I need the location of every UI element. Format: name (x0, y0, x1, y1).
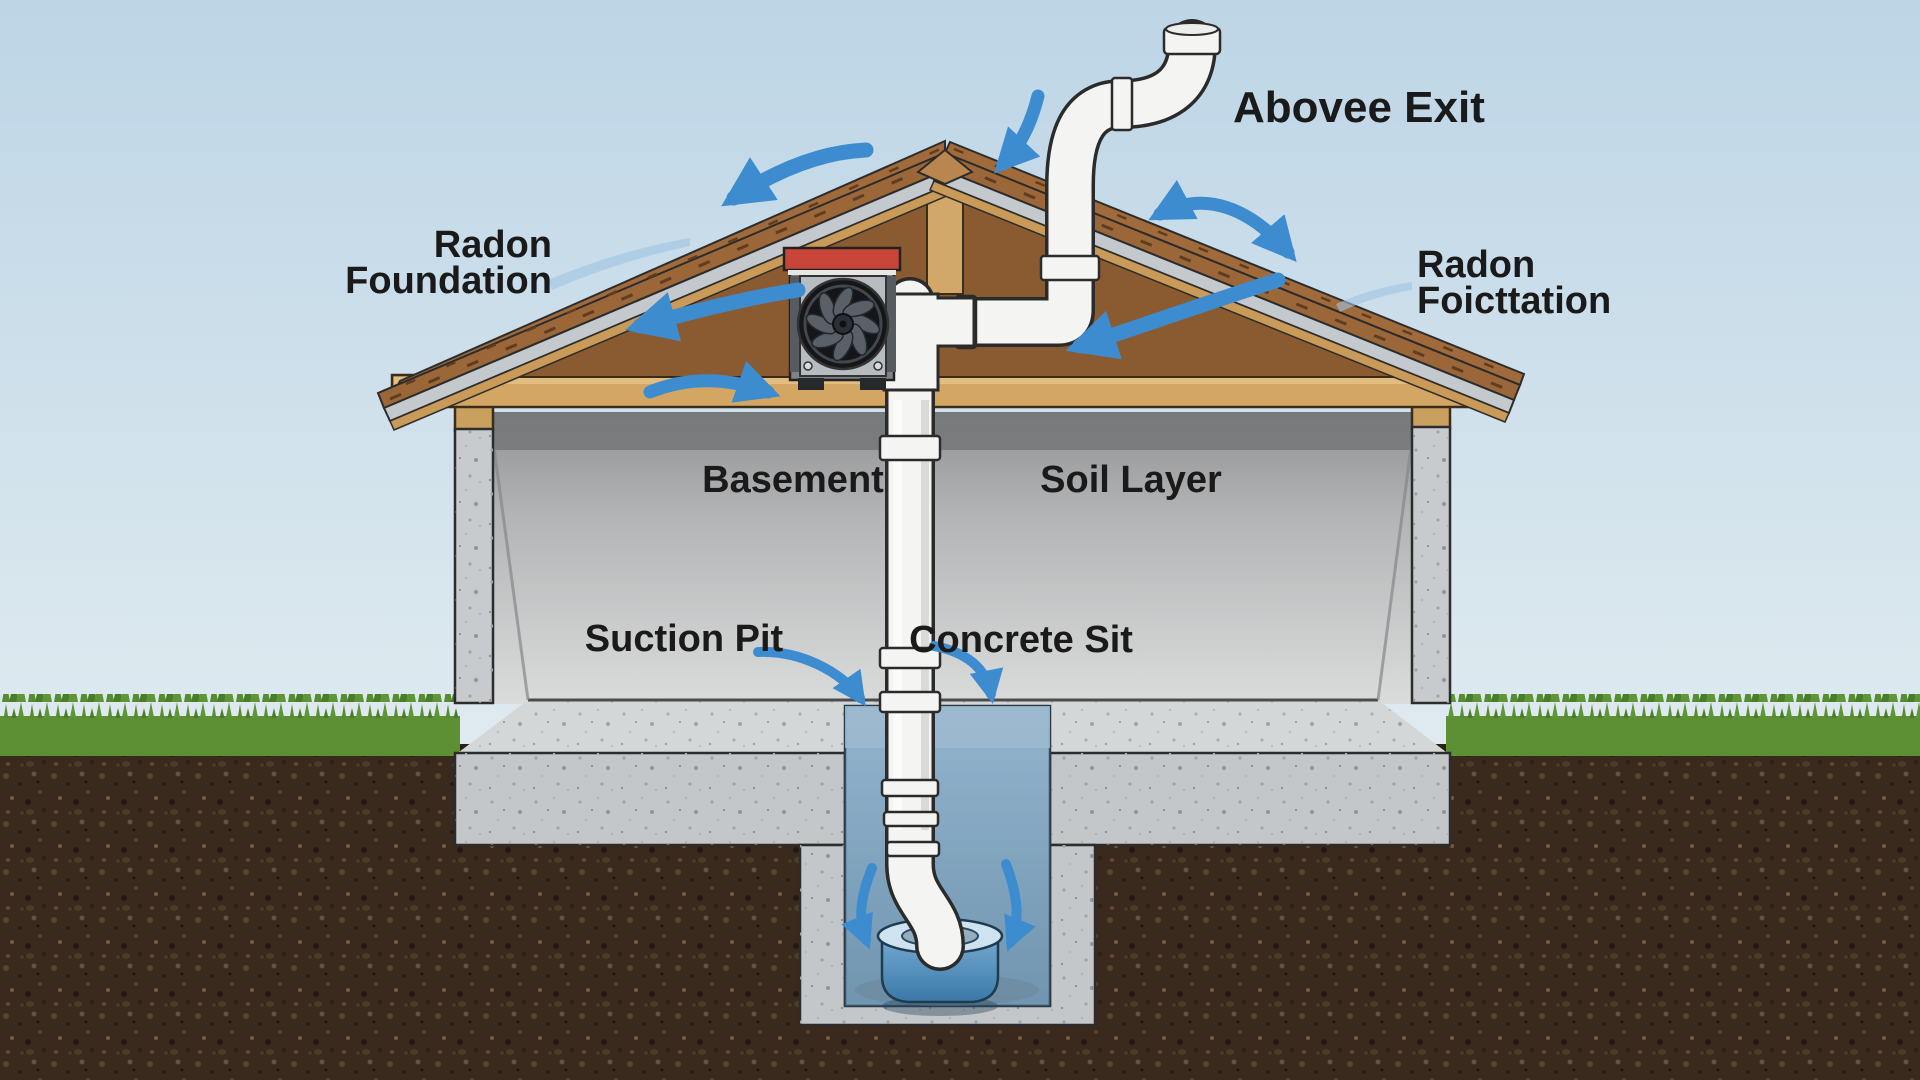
airflow-swoosh-left (548, 238, 690, 290)
airflow-arrow-pit-down-right (1001, 859, 1036, 952)
grass-left (0, 694, 460, 756)
ceiling-shadow-band (493, 412, 1412, 450)
pipe-tee-fitting (882, 292, 976, 392)
airflow-arrow-attic-right (1065, 272, 1286, 360)
label-concrete-sit: Concrete Sit (909, 619, 1133, 661)
airflow-arrow-into-pit-left (753, 646, 866, 707)
pipe-riser (888, 280, 962, 968)
label-basement: Basement (702, 459, 884, 501)
concrete-slab (453, 751, 1452, 847)
airflow-arrow-attic-left (625, 282, 806, 342)
radon-fan-unit (782, 246, 902, 390)
label-suction-pit: Suction Pit (585, 618, 784, 660)
label-radon-foicttation-line2: Foicttation (1417, 280, 1611, 322)
grass-right (1446, 694, 1920, 756)
fan-red-cap (782, 246, 902, 272)
label-above-exit: Abovee Exit (1233, 83, 1485, 132)
attic-floor-joist (390, 373, 1504, 409)
airflow-arrow-into-pit-right (929, 641, 1004, 705)
pit-back-wall (845, 706, 1050, 748)
airflow-arrow-pit-down-left (841, 863, 877, 950)
airflow-arrow-down-at-vent (993, 89, 1045, 174)
airflow-arrow-left-roof (721, 142, 874, 207)
label-radon-foicttation-line1: Radon (1417, 244, 1535, 286)
ridge-cap (916, 148, 974, 186)
pit-concrete-texture (800, 845, 1095, 1025)
label-radon-foundation-line2: Foundation (345, 260, 552, 302)
airflow-swoosh-right (1336, 282, 1412, 312)
airflow-arrow-double-right-roof (1148, 179, 1297, 263)
fan-blades-icon (805, 286, 881, 362)
airflow-arrows (625, 89, 1297, 952)
airflow-arrow-joist (643, 360, 781, 403)
king-post (926, 195, 964, 295)
diagram-labels: Abovee Exit Radon Foundation Radon Foict… (345, 83, 1611, 661)
foundation-wall-right (1410, 399, 1452, 705)
label-radon-foundation-line1: Radon (434, 224, 552, 266)
label-soil-layer: Soil Layer (1040, 459, 1222, 501)
basement-interior (455, 412, 1450, 755)
foundation-wall-left (453, 401, 495, 705)
